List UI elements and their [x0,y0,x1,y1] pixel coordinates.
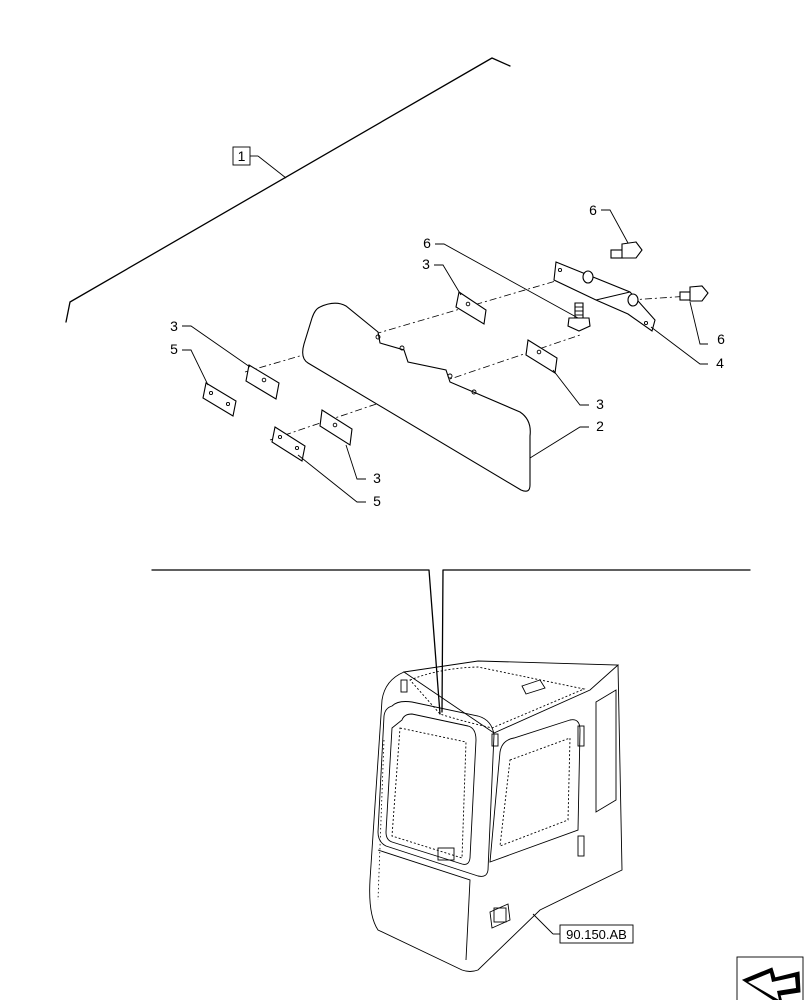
cover-panel[interactable] [302,302,531,492]
svg-text:6: 6 [589,202,597,218]
pad-right[interactable] [525,339,558,374]
reference-label: 90.150.AB [566,927,627,942]
callout-4[interactable]: 4 [650,326,724,371]
callout-6-right[interactable]: 6 [689,301,725,347]
callout-5-lower[interactable]: 5 [297,454,381,509]
pad-lower[interactable] [319,409,353,446]
arrow-icon[interactable] [736,956,804,1000]
svg-text:3: 3 [422,256,430,272]
bolt-right[interactable] [679,285,709,302]
spacer-lower[interactable] [271,426,306,462]
location-pointer [151,569,751,715]
upper-center-line [244,277,567,373]
svg-text:3: 3 [373,470,381,486]
callout-3-upper[interactable]: 3 [422,256,462,296]
callout-3-left[interactable]: 3 [170,318,251,368]
svg-text:6: 6 [717,331,725,347]
svg-text:6: 6 [423,235,431,251]
pad-left[interactable] [245,364,280,400]
reference-callout[interactable]: 90.150.AB [532,913,634,944]
assembly-bracket [65,57,511,323]
bolt-upper[interactable] [610,241,643,259]
callout-6-middle[interactable]: 6 [423,235,579,319]
svg-text:5: 5 [373,493,381,509]
cab-illustration [369,660,623,972]
mounting-bracket[interactable] [553,261,656,332]
svg-text:3: 3 [596,396,604,412]
spacer-left[interactable] [202,382,237,417]
callout-5-left[interactable]: 5 [170,341,209,386]
callout-2[interactable]: 2 [529,418,604,459]
svg-text:4: 4 [716,355,724,371]
callout-1-label: 1 [238,148,246,164]
callout-3-right[interactable]: 3 [552,369,604,412]
pad-upper-right[interactable] [455,291,487,325]
callout-1[interactable]: 1 [232,146,258,166]
svg-text:3: 3 [170,318,178,334]
bolt-vertical[interactable] [567,302,591,332]
callout-6-upper[interactable]: 6 [589,202,629,244]
svg-text:2: 2 [596,418,604,434]
svg-text:5: 5 [170,341,178,357]
callout-3-lower[interactable]: 3 [345,444,381,486]
